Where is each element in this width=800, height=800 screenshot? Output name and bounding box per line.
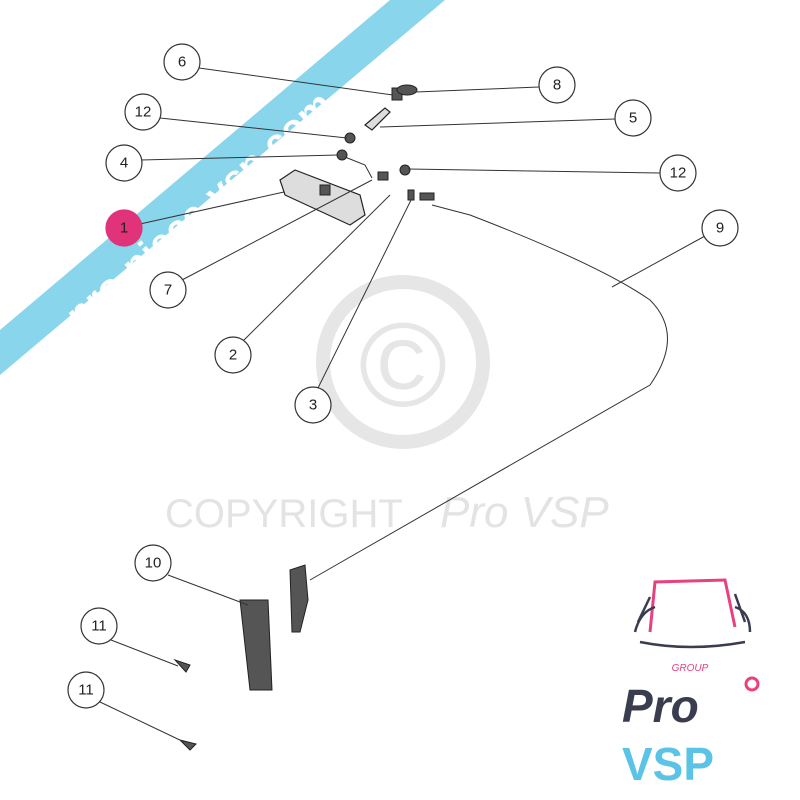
callout-8: 8 (538, 66, 576, 104)
callout-6: 6 (163, 43, 201, 81)
leader-lines (99, 67, 706, 743)
copyright-watermark: © COPYRIGHT Pro VSP (165, 275, 609, 537)
car-outline-icon (633, 578, 752, 649)
svg-text:12: 12 (670, 165, 687, 182)
svg-text:10: 10 (145, 555, 162, 572)
svg-text:11: 11 (91, 618, 107, 635)
callout-11-lower: 11 (67, 671, 105, 709)
banner-text: pro-piece-vsp.com (58, 83, 341, 336)
callout-7: 7 (149, 271, 187, 309)
svg-text:9: 9 (716, 220, 724, 237)
callout-11-upper: 11 (80, 607, 118, 645)
svg-text:11: 11 (78, 682, 94, 699)
callout-3: 3 (294, 386, 332, 424)
svg-text:6: 6 (178, 54, 186, 71)
svg-text:5: 5 (629, 110, 637, 127)
callout-10: 10 (134, 544, 172, 582)
nut-icon (744, 676, 760, 692)
watermark-brand: Pro VSP (440, 488, 609, 537)
logo-pro: Pro (622, 680, 699, 732)
callout-5: 5 (614, 99, 652, 137)
callout-2: 2 (214, 336, 252, 374)
svg-text:4: 4 (120, 155, 128, 172)
svg-text:1: 1 (120, 220, 128, 237)
svg-text:7: 7 (164, 282, 172, 299)
callout-12-left: 12 (124, 93, 162, 131)
callout-4: 4 (105, 144, 143, 182)
svg-text:2: 2 (229, 347, 237, 364)
logo-group: GROUP (672, 663, 709, 674)
logo-vsp: VSP (622, 738, 714, 790)
callout-12-right: 12 (659, 154, 697, 192)
watermark-text: COPYRIGHT (165, 492, 403, 536)
svg-text:12: 12 (135, 104, 152, 121)
svg-text:8: 8 (553, 77, 561, 94)
latch-mechanism (279, 84, 435, 226)
pedal-handle (173, 564, 309, 751)
cable (309, 204, 668, 581)
callout-9: 9 (701, 209, 739, 247)
svg-text:3: 3 (309, 397, 317, 414)
provsp-logo: GROUP Pro VSP (622, 578, 760, 790)
callout-1-highlighted: 1 (105, 209, 143, 247)
copyright-symbol: © (359, 298, 447, 432)
